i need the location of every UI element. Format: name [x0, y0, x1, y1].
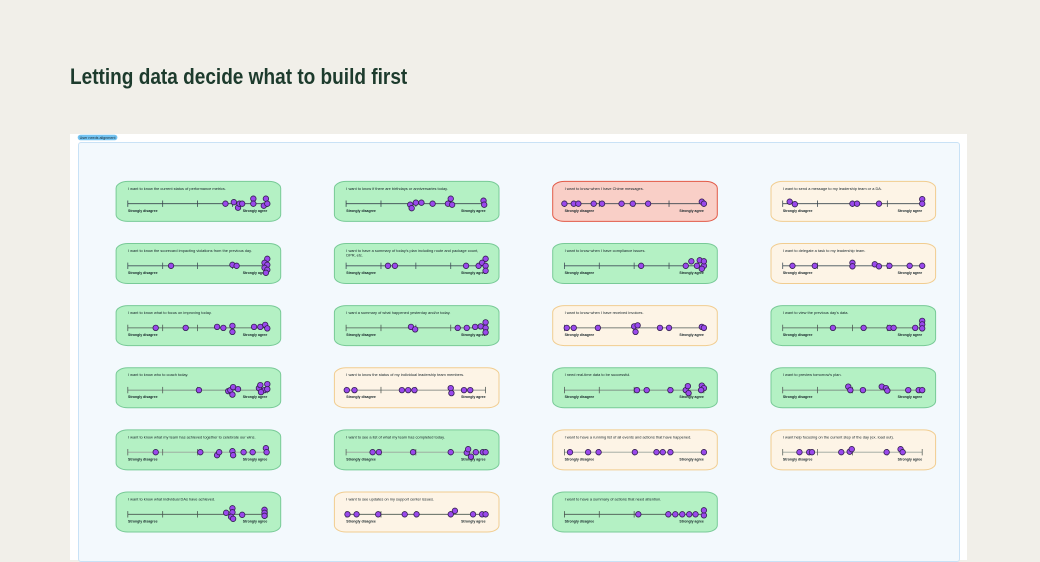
svg-text:Strongly disagree: Strongly disagree — [783, 271, 813, 275]
svg-text:Strongly disagree: Strongly disagree — [565, 457, 595, 461]
svg-text:Strongly disagree: Strongly disagree — [128, 395, 158, 399]
svg-text:Strongly disagree: Strongly disagree — [346, 333, 376, 337]
svg-text:I want to know if there are bi: I want to know if there are birthdays or… — [346, 186, 448, 191]
svg-text:I want to view the previous da: I want to view the previous day's data. — [783, 310, 849, 315]
svg-text:I want to preview tomorrow's p: I want to preview tomorrow's plan. — [783, 372, 842, 377]
svg-text:Strongly agree: Strongly agree — [243, 457, 268, 461]
svg-text:Strongly agree: Strongly agree — [461, 519, 486, 523]
svg-text:Strongly disagree: Strongly disagree — [565, 519, 595, 523]
svg-text:Strongly agree: Strongly agree — [679, 209, 704, 213]
svg-text:I want to know the current sta: I want to know the current status of per… — [128, 186, 226, 191]
svg-text:Strongly agree: Strongly agree — [243, 519, 268, 523]
svg-text:User needs alignment: User needs alignment — [80, 136, 116, 140]
svg-text:Strongly agree: Strongly agree — [679, 395, 704, 399]
svg-text:I want to delegate a task to m: I want to delegate a task to my leadersh… — [783, 248, 866, 253]
svg-text:Strongly agree: Strongly agree — [461, 209, 486, 213]
svg-text:I want to have a summary of ac: I want to have a summary of actions that… — [565, 496, 662, 501]
svg-text:I want to have a summary of to: I want to have a summary of today's plan… — [346, 248, 478, 253]
svg-text:Strongly agree: Strongly agree — [679, 271, 704, 275]
svg-text:Strongly disagree: Strongly disagree — [346, 519, 376, 523]
svg-text:Strongly disagree: Strongly disagree — [565, 209, 595, 213]
svg-text:Strongly agree: Strongly agree — [898, 271, 923, 275]
svg-text:Strongly agree: Strongly agree — [243, 209, 268, 213]
svg-text:I want to know when I have Chi: I want to know when I have Chime message… — [565, 186, 644, 191]
svg-text:Strongly agree: Strongly agree — [679, 519, 704, 523]
svg-text:Strongly disagree: Strongly disagree — [346, 271, 376, 275]
svg-text:Strongly agree: Strongly agree — [898, 209, 923, 213]
svg-text:I want a summary of what happe: I want a summary of what happened yester… — [346, 310, 450, 315]
svg-text:I want to know when I have rec: I want to know when I have received invo… — [565, 310, 644, 315]
svg-text:Strongly agree: Strongly agree — [461, 333, 486, 337]
svg-text:Strongly disagree: Strongly disagree — [128, 271, 158, 275]
svg-text:Strongly agree: Strongly agree — [243, 333, 268, 337]
svg-text:Strongly agree: Strongly agree — [461, 457, 486, 461]
svg-text:DPR, etc.: DPR, etc. — [346, 253, 363, 258]
svg-text:Strongly agree: Strongly agree — [461, 271, 486, 275]
svg-text:I want to know who to coach to: I want to know who to coach today. — [128, 372, 188, 377]
svg-text:Strongly agree: Strongly agree — [679, 457, 704, 461]
svg-text:I want to see a list of what m: I want to see a list of what my team has… — [346, 434, 445, 439]
svg-text:Strongly agree: Strongly agree — [679, 333, 704, 337]
svg-text:I want help focusing on the cu: I want help focusing on the current step… — [783, 434, 894, 439]
svg-text:Strongly agree: Strongly agree — [461, 395, 486, 399]
svg-text:Strongly disagree: Strongly disagree — [783, 333, 813, 337]
svg-text:Strongly disagree: Strongly disagree — [346, 395, 376, 399]
svg-text:I want to know what my team ha: I want to know what my team has achieved… — [128, 434, 256, 439]
svg-text:Strongly disagree: Strongly disagree — [346, 457, 376, 461]
svg-text:Strongly disagree: Strongly disagree — [565, 395, 595, 399]
svg-text:I want to know the scorecard i: I want to know the scorecard impacting v… — [128, 248, 252, 253]
svg-text:Strongly disagree: Strongly disagree — [346, 209, 376, 213]
svg-text:I want to have a running list: I want to have a running list of all eve… — [565, 434, 692, 439]
svg-text:Strongly disagree: Strongly disagree — [128, 333, 158, 337]
svg-text:I want to know what individual: I want to know what individual DAs have … — [128, 496, 215, 501]
svg-text:Strongly agree: Strongly agree — [898, 457, 923, 461]
svg-text:Strongly agree: Strongly agree — [243, 271, 268, 275]
svg-text:I want to know what to focus o: I want to know what to focus on improvin… — [128, 310, 212, 315]
svg-text:Strongly disagree: Strongly disagree — [128, 209, 158, 213]
svg-text:Strongly agree: Strongly agree — [898, 333, 923, 337]
svg-text:Strongly disagree: Strongly disagree — [783, 209, 813, 213]
svg-text:Strongly agree: Strongly agree — [243, 395, 268, 399]
svg-text:I need real-time data to be su: I need real-time data to be successful. — [565, 372, 631, 377]
svg-text:Strongly disagree: Strongly disagree — [783, 395, 813, 399]
svg-text:I want to see updates on my su: I want to see updates on my support cent… — [346, 496, 434, 501]
svg-text:I want to know when I have com: I want to know when I have compliance is… — [565, 248, 646, 253]
svg-text:Strongly disagree: Strongly disagree — [128, 519, 158, 523]
svg-text:Strongly disagree: Strongly disagree — [565, 333, 595, 337]
svg-text:Strongly agree: Strongly agree — [898, 395, 923, 399]
svg-text:Strongly disagree: Strongly disagree — [128, 457, 158, 461]
svg-text:Strongly disagree: Strongly disagree — [783, 457, 813, 461]
svg-text:I want to know the status of m: I want to know the status of my individu… — [346, 372, 464, 377]
svg-text:I want to send a message to my: I want to send a message to my leadershi… — [783, 186, 882, 191]
svg-text:Strongly disagree: Strongly disagree — [565, 271, 595, 275]
